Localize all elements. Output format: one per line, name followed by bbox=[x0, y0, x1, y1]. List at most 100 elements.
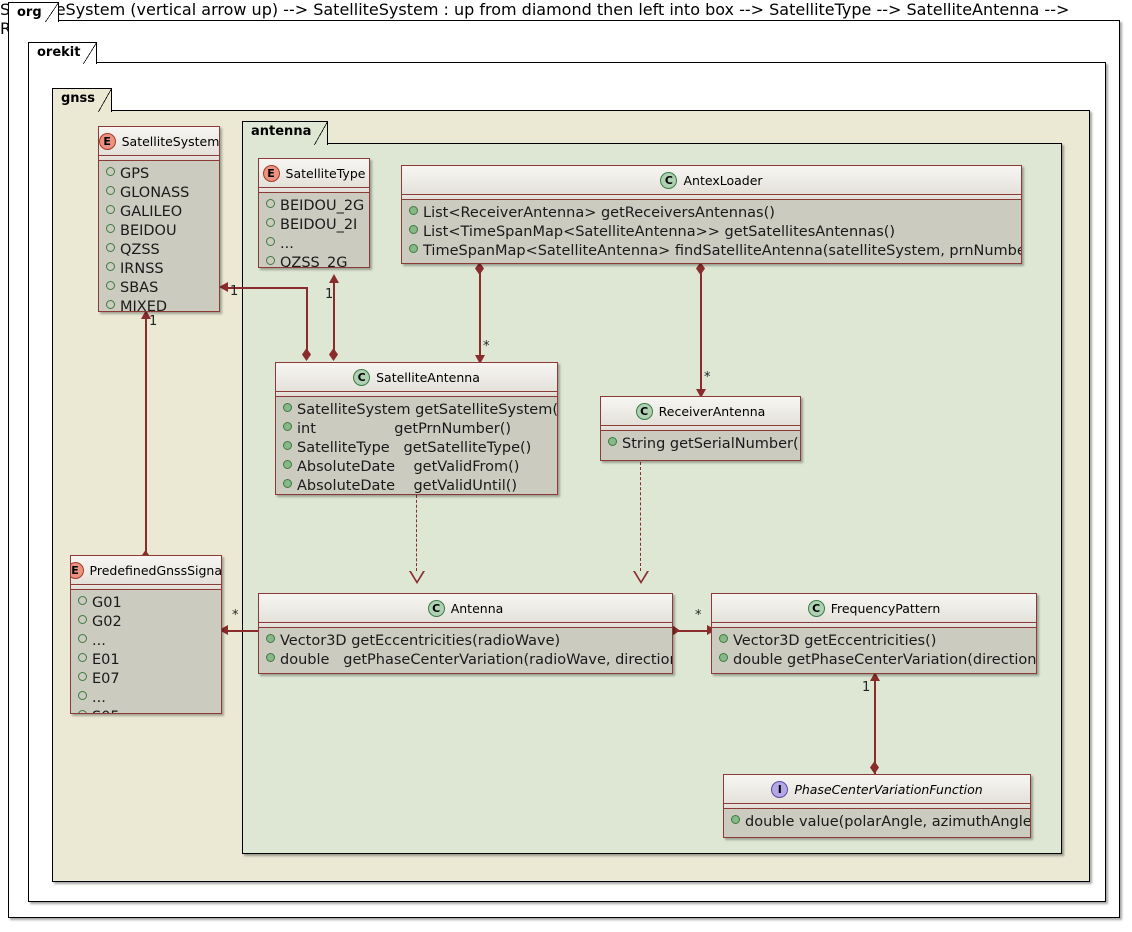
method-row: TimeSpanMap<SatelliteAntenna> findSatell… bbox=[402, 242, 1021, 261]
enum-constant: ... bbox=[259, 235, 369, 254]
connector-receiverantenna-realizes-antenna bbox=[640, 462, 641, 571]
class-members-satellite-type: BEIDOU_2G BEIDOU_2I ... QZSS_2G bbox=[259, 193, 369, 267]
enum-dot-icon bbox=[78, 710, 87, 713]
method-row: double getPhaseCenterVariation(radioWave… bbox=[259, 651, 672, 670]
class-members-receiver-antenna: String getSerialNumber() bbox=[601, 431, 800, 458]
enum-dot-icon bbox=[106, 167, 115, 176]
public-dot-icon bbox=[719, 653, 728, 662]
multiplicity-antenna-signal: * bbox=[232, 608, 239, 623]
class-name-receiver-antenna: ReceiverAntenna bbox=[658, 403, 766, 419]
connector-satelliteantenna-to-satellitesystem-h bbox=[228, 287, 308, 289]
public-dot-icon bbox=[409, 225, 418, 234]
enum-dot-icon bbox=[266, 199, 275, 208]
diamond-antexloader-satellite bbox=[475, 262, 484, 275]
class-header-receiver-antenna: C ReceiverAntenna bbox=[601, 397, 800, 426]
connector-satelliteantenna-to-satellitesystem-v bbox=[306, 287, 308, 353]
method-row: String getSerialNumber() bbox=[601, 435, 800, 454]
enum-constant: MIXED bbox=[99, 298, 219, 311]
multiplicity-frequencypattern-pcv: 1 bbox=[862, 680, 871, 695]
enum-dot-icon bbox=[78, 653, 87, 662]
arrowhead-left-satellitesystem bbox=[219, 282, 228, 292]
method-row: SatelliteType getSatelliteType() bbox=[276, 439, 557, 458]
arrowhead-up-satellitetype bbox=[329, 274, 339, 283]
enum-dot-icon bbox=[106, 300, 115, 309]
connector-satelliteantenna-to-satellitetype bbox=[333, 282, 335, 354]
enum-badge-icon: E bbox=[99, 132, 116, 150]
package-orekit-tab: orekit bbox=[28, 42, 98, 64]
diamond-antenna-frequencypattern bbox=[667, 626, 680, 635]
enum-constant: IRNSS bbox=[99, 260, 219, 279]
class-members-antex-loader: List<ReceiverAntenna> getReceiversAntenn… bbox=[402, 200, 1021, 263]
enum-dot-icon bbox=[266, 256, 275, 265]
enum-constant: BEIDOU_2I bbox=[259, 216, 369, 235]
arrowhead-up-satellitesystem bbox=[141, 310, 151, 319]
class-name-satellite-system: SatelliteSystem bbox=[121, 133, 220, 149]
class-name-phase-center-variation-function: PhaseCenterVariationFunction bbox=[794, 781, 983, 797]
arrowhead-left-predefined-signal bbox=[219, 625, 228, 635]
enum-constant: QZSS bbox=[99, 241, 219, 260]
method-row: List<ReceiverAntenna> getReceiversAntenn… bbox=[402, 204, 1021, 223]
class-members-frequency-pattern: Vector3D getEccentricities() double getP… bbox=[712, 628, 1036, 673]
package-orekit-label: orekit bbox=[37, 45, 81, 60]
connector-antenna-to-frequencypattern bbox=[672, 630, 710, 632]
method-row: List<TimeSpanMap<SatelliteAntenna>> getS… bbox=[402, 223, 1021, 242]
class-badge-icon: C bbox=[427, 599, 445, 617]
enum-dot-icon bbox=[106, 186, 115, 195]
method-row: AbsoluteDate getValidUntil() bbox=[276, 477, 557, 494]
class-box-receiver-antenna[interactable]: C ReceiverAntenna String getSerialNumber… bbox=[600, 396, 801, 461]
diamond-satelliteantenna-type bbox=[329, 348, 338, 361]
multiplicity-satellite-system-1a: 1 bbox=[149, 314, 158, 329]
package-gnss-tab: gnss bbox=[52, 88, 113, 112]
class-box-antex-loader[interactable]: C AntexLoader List<ReceiverAntenna> getR… bbox=[401, 165, 1022, 264]
method-row: double value(polarAngle, azimuthAngle) bbox=[724, 813, 1030, 832]
enum-dot-icon bbox=[78, 672, 87, 681]
enum-constant: QZSS_2G bbox=[259, 254, 369, 267]
class-members-antenna: Vector3D getEccentricities(radioWave) do… bbox=[259, 628, 672, 673]
diamond-pcvfunction bbox=[870, 761, 879, 774]
class-header-predefined-gnss-signal: E PredefinedGnssSignal bbox=[71, 556, 221, 585]
class-header-satellite-system: E SatelliteSystem bbox=[99, 127, 219, 156]
class-box-frequency-pattern[interactable]: C FrequencyPattern Vector3D getEccentric… bbox=[711, 593, 1037, 674]
enum-badge-icon: E bbox=[71, 561, 84, 579]
public-dot-icon bbox=[409, 244, 418, 253]
method-row: Vector3D getEccentricities(radioWave) bbox=[259, 632, 672, 651]
class-box-satellite-type[interactable]: E SatelliteType BEIDOU_2G BEIDOU_2I ... … bbox=[258, 158, 370, 268]
enum-dot-icon bbox=[106, 281, 115, 290]
class-header-frequency-pattern: C FrequencyPattern bbox=[712, 594, 1036, 623]
enum-dot-icon bbox=[106, 243, 115, 252]
class-members-satellite-antenna: SatelliteSystem getSatelliteSystem() int… bbox=[276, 397, 557, 494]
package-gnss-label: gnss bbox=[61, 91, 96, 106]
method-row: double getPhaseCenterVariation(direction… bbox=[712, 651, 1036, 670]
enum-constant: BEIDOU bbox=[99, 222, 219, 241]
class-separator bbox=[259, 623, 672, 628]
class-separator bbox=[712, 623, 1036, 628]
class-badge-icon: C bbox=[660, 171, 678, 189]
class-box-satellite-system[interactable]: E SatelliteSystem GPS GLONASS GALILEO BE… bbox=[98, 126, 220, 312]
multiplicity-antex-receiver: * bbox=[704, 370, 711, 385]
arrowhead-up-frequencypattern bbox=[870, 672, 880, 681]
public-dot-icon bbox=[283, 441, 292, 450]
public-dot-icon bbox=[283, 422, 292, 431]
public-dot-icon bbox=[266, 653, 275, 662]
class-box-antenna[interactable]: C Antenna Vector3D getEccentricities(rad… bbox=[258, 593, 673, 674]
connector-pcvfunction-to-frequencypattern bbox=[874, 680, 876, 774]
enum-dot-icon bbox=[266, 237, 275, 246]
class-box-satellite-antenna[interactable]: C SatelliteAntenna SatelliteSystem getSa… bbox=[275, 362, 558, 495]
enum-dot-icon bbox=[106, 224, 115, 233]
class-name-antex-loader: AntexLoader bbox=[683, 172, 763, 188]
method-row: int getPrnNumber() bbox=[276, 420, 557, 439]
public-dot-icon bbox=[719, 634, 728, 643]
public-dot-icon bbox=[283, 403, 292, 412]
public-dot-icon bbox=[608, 437, 617, 446]
multiplicity-satellite-type-1: 1 bbox=[325, 287, 334, 302]
class-name-frequency-pattern: FrequencyPattern bbox=[830, 600, 941, 616]
realization-triangle-receiverantenna bbox=[633, 571, 649, 584]
class-box-phase-center-variation-function[interactable]: I PhaseCenterVariationFunction double va… bbox=[723, 774, 1031, 838]
method-row: SatelliteSystem getSatelliteSystem() bbox=[276, 401, 557, 420]
class-box-predefined-gnss-signal[interactable]: E PredefinedGnssSignal G01 G02 ... E01 E… bbox=[70, 555, 222, 714]
class-badge-icon: C bbox=[353, 368, 371, 386]
realization-triangle-satelliteantenna bbox=[409, 571, 425, 584]
public-dot-icon bbox=[731, 815, 740, 824]
package-antenna-label: antenna bbox=[251, 124, 312, 139]
